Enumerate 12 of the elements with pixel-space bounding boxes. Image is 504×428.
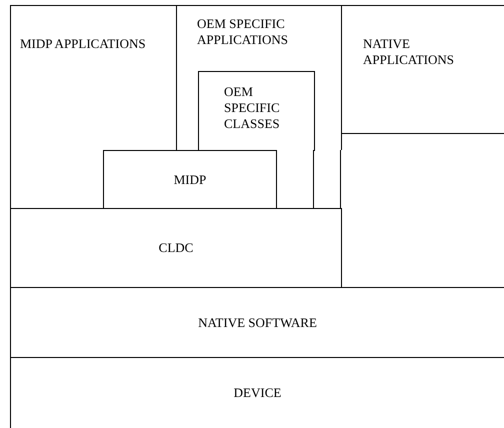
- layer-label: MIDP: [174, 170, 206, 189]
- layer-label: MIDP APPLICATIONS: [20, 36, 146, 51]
- layer-label: CLDC: [158, 239, 194, 258]
- layer-box: [103, 150, 277, 209]
- layer-label: OEM SPECIFIC APPLICATIONS: [197, 16, 288, 47]
- layer-label: NATIVE APPLICATIONS: [363, 36, 454, 67]
- layer-box: [10, 208, 342, 288]
- layer-label: OEM SPECIFIC CLASSES: [224, 84, 280, 131]
- layer-label: NATIVE SOFTWARE: [198, 314, 317, 332]
- layer-box: [10, 287, 504, 358]
- layer-box: [341, 5, 504, 134]
- layer-label: DEVICE: [234, 384, 282, 402]
